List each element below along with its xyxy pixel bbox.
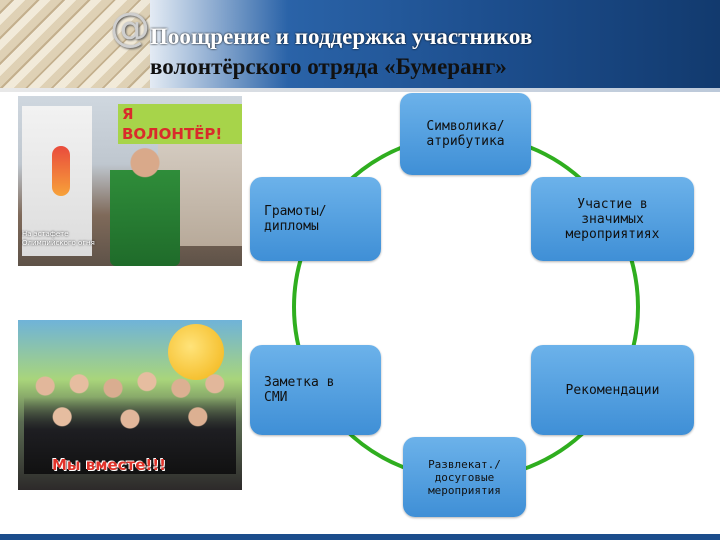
header-divider <box>0 88 720 92</box>
together-sticker: Мы вместе!!! <box>52 456 166 474</box>
photo-volunteer: Я ВОЛОНТЁР! На эстафете Олимпийского огн… <box>18 96 242 266</box>
cycle-item-label: Грамоты/ дипломы <box>250 204 381 234</box>
footer-bar <box>0 534 720 540</box>
slide-title: Поощрение и поддержка участников волонтё… <box>150 22 690 82</box>
volunteer-person <box>110 140 180 266</box>
cycle-item-label: Участие в значимых мероприятиях <box>531 197 694 242</box>
volunteer-sticker: Я ВОЛОНТЁР! <box>118 104 242 144</box>
cycle-item-diplomas: Грамоты/ дипломы <box>250 177 381 261</box>
cycle-item-events: Участие в значимых мероприятиях <box>531 177 694 261</box>
at-sign-icon: @ <box>108 6 152 50</box>
cycle-item-label: Рекомендации <box>531 383 694 398</box>
cycle-item-label: Символика/ атрибутика <box>400 119 531 149</box>
slide-title-line2: волонтёрского отряда «Бумеранг» <box>150 52 690 82</box>
photo-group: Мы вместе!!! <box>18 320 242 490</box>
torch-logo-icon <box>52 146 70 196</box>
cycle-item-symbolics: Символика/ атрибутика <box>400 93 531 175</box>
cycle-item-label: Развлекат./ досуговые мероприятия <box>403 458 526 497</box>
cycle-item-label: Заметка в СМИ <box>250 375 381 405</box>
cycle-item-recommendations: Рекомендации <box>531 345 694 435</box>
cycle-item-media: Заметка в СМИ <box>250 345 381 435</box>
slide-title-line1: Поощрение и поддержка участников <box>150 22 690 52</box>
cycle-item-leisure: Развлекат./ досуговые мероприятия <box>403 437 526 517</box>
photo-caption: На эстафете Олимпийского огня <box>22 230 112 248</box>
